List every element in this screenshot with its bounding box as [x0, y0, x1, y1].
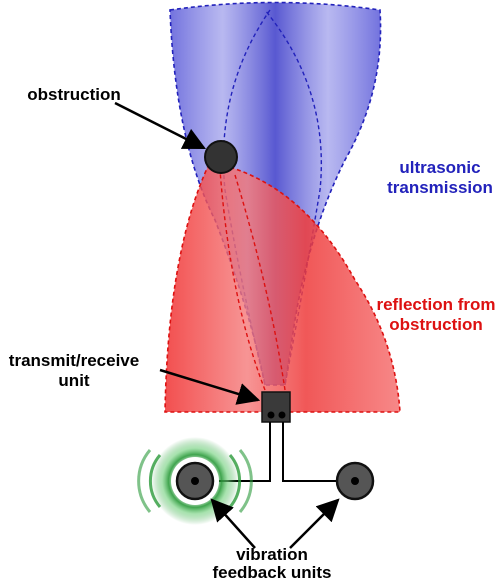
transmit-receive-unit: [261, 391, 291, 423]
transmit-label-line1: transmit/receive: [9, 351, 139, 370]
arrow-obstruction: [114, 101, 207, 150]
reflection-beam-outer: [164, 161, 401, 413]
transducer-right: [278, 411, 286, 419]
obstruction-label: obstruction: [27, 85, 121, 104]
ultrasonic-label-line1: ultrasonic: [399, 158, 480, 177]
ultrasonic-label-line2: transmission: [387, 178, 493, 197]
reflection-label-line1: reflection from: [376, 295, 495, 314]
reflection-lobe-right: [234, 174, 286, 391]
transmit-label-line2: unit: [58, 371, 89, 390]
obstruction-circle: [204, 140, 238, 174]
arrow-vibration-right: [289, 498, 340, 549]
arrow-transmit-unit: [159, 368, 261, 405]
vibration-unit-left: [175, 461, 215, 501]
reflection-label-line2: obstruction: [389, 315, 483, 334]
reflection-lobe-left: [219, 169, 266, 391]
vibration-unit-right: [335, 461, 375, 501]
reflection-beam: [164, 161, 401, 413]
arrows: [114, 101, 340, 549]
vibration-label-line1: vibration: [236, 545, 308, 564]
arrow-vibration-left: [210, 498, 256, 549]
wire-right: [282, 422, 355, 482]
transducer-left: [267, 411, 275, 419]
vibration-label-line2: feedback units: [212, 563, 331, 580]
